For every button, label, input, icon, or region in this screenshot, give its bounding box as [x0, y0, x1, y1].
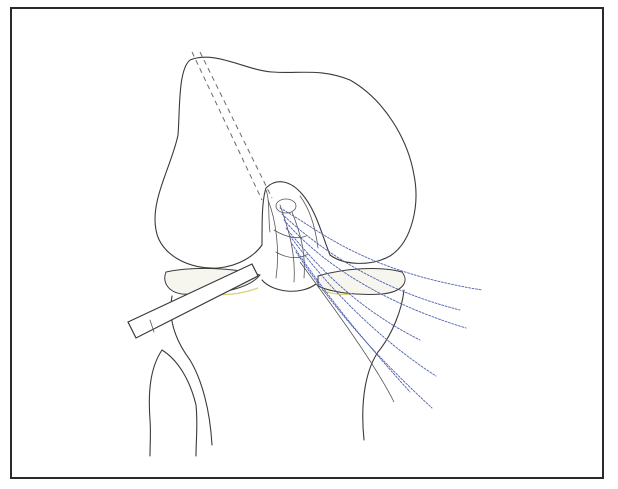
sutures	[280, 208, 482, 408]
femur	[155, 57, 416, 268]
femoral-tunnel	[192, 52, 272, 200]
fibula	[149, 350, 197, 456]
graft	[268, 199, 308, 282]
tibia	[171, 280, 404, 445]
